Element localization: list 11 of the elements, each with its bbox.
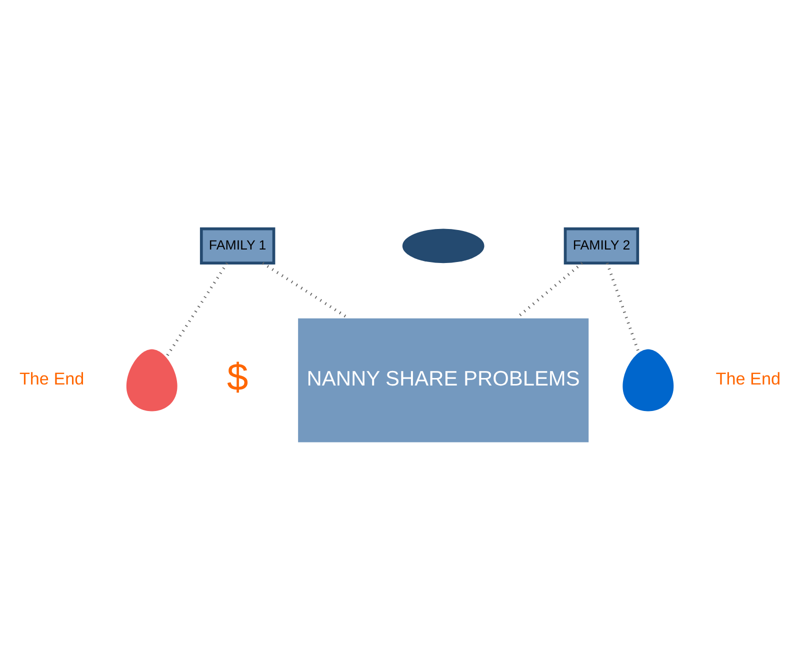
node-person [622, 348, 674, 411]
node-box: FAMILY 2 [564, 226, 640, 264]
label: $ [226, 356, 248, 398]
label: The End [716, 368, 781, 388]
node-person [126, 348, 178, 411]
node-cloud [402, 228, 484, 263]
node-box: NANNY SHARE PROBLEMS [298, 318, 589, 442]
connector [606, 262, 640, 353]
node-box: FAMILY 1 [200, 226, 276, 264]
label: The End [19, 368, 84, 388]
connector [164, 262, 228, 358]
